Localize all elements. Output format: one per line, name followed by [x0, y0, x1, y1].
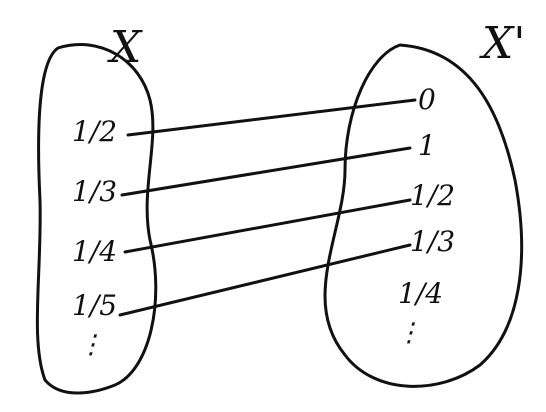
set-x-ellipsis: ⋮ [78, 330, 104, 360]
set-x-element: 1/2 [72, 115, 118, 148]
set-x-prime-element: 0 [418, 83, 436, 116]
set-x-prime-element: 1/2 [410, 179, 456, 212]
mapping-line-2 [120, 146, 412, 197]
set-x-prime-element: 1/4 [398, 277, 444, 310]
set-x-prime-label: X' [482, 18, 526, 69]
set-x-prime-element: 1/3 [410, 225, 456, 258]
set-x-prime-element: 1 [418, 129, 436, 162]
set-x-prime-ellipsis: ⋮ [396, 318, 422, 348]
set-x-label: X [110, 22, 142, 73]
mapping-line-1 [126, 98, 417, 137]
set-x-element: 1/4 [72, 235, 118, 268]
set-x-prime-blob [323, 43, 524, 388]
mapping-line-4 [118, 243, 412, 317]
set-x-element: 1/3 [72, 175, 118, 208]
set-x-blob [35, 43, 158, 395]
mapping-line-3 [123, 198, 412, 254]
set-x-element: 1/5 [72, 289, 118, 322]
